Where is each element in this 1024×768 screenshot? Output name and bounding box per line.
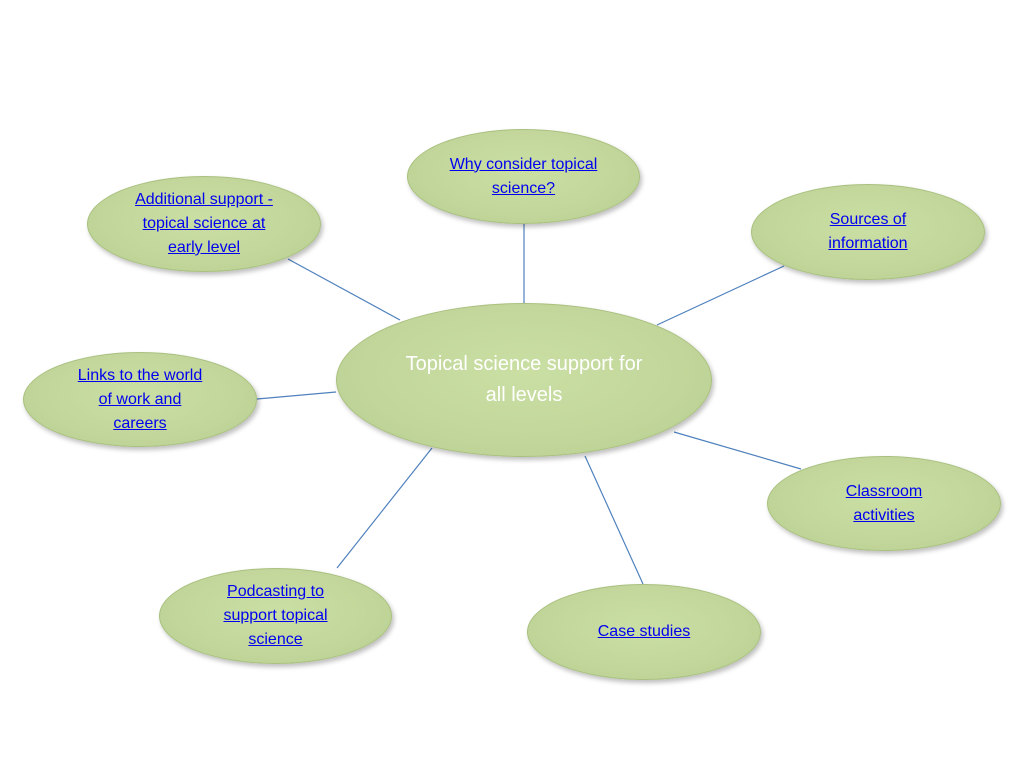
connector-podcasting (336, 447, 433, 569)
podcasting-link[interactable]: Podcasting to support topical science (223, 583, 328, 648)
why-topical-science-node[interactable]: Why consider topical science? (407, 129, 640, 224)
case-studies-link[interactable]: Case studies (597, 623, 691, 640)
connector-sources (656, 265, 785, 326)
connector-classroom (673, 431, 802, 470)
center-node: Topical science support for all levels (336, 303, 712, 457)
additional-support-node[interactable]: Additional support - topical science at … (87, 176, 321, 272)
world-of-work-link[interactable]: Links to the world of work and careers (77, 366, 203, 432)
connector-links (256, 391, 337, 400)
case-studies-node[interactable]: Case studies (527, 584, 761, 680)
center-node-label: Topical science support for all levels (405, 353, 643, 406)
connector-case (584, 455, 644, 585)
classroom-activities-link[interactable]: Classroom activities (845, 482, 923, 524)
world-of-work-node[interactable]: Links to the world of work and careers (23, 352, 257, 447)
sources-of-information-link[interactable]: Sources of information (828, 211, 908, 252)
classroom-activities-node[interactable]: Classroom activities (767, 456, 1001, 551)
why-topical-science-link[interactable]: Why consider topical science? (449, 155, 598, 197)
podcasting-node[interactable]: Podcasting to support topical science (159, 568, 392, 664)
additional-support-link[interactable]: Additional support - topical science at … (135, 191, 273, 256)
connector-additional (287, 258, 401, 321)
sources-of-information-node[interactable]: Sources of information (751, 184, 985, 280)
